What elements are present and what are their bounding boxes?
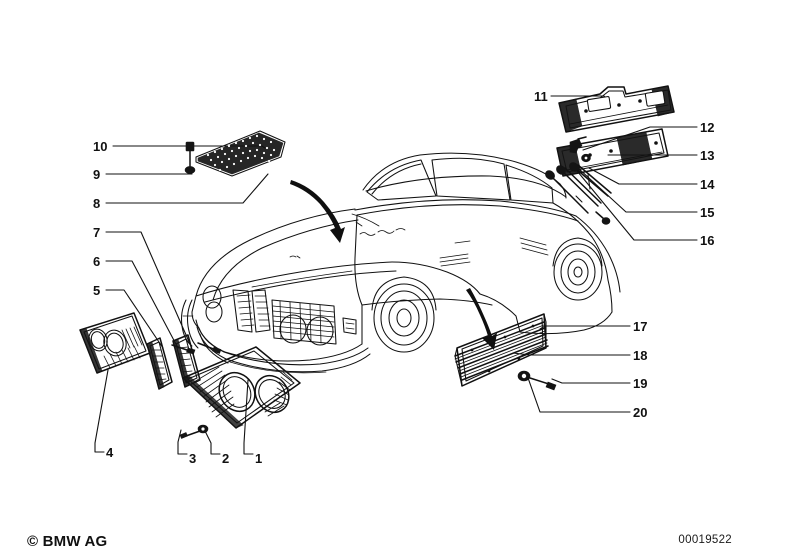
leader-lines-left (105, 145, 269, 349)
callout-number-10: 10 (93, 139, 108, 154)
callout-number-3: 3 (189, 451, 197, 466)
copyright-notice: © BMW AG (27, 533, 108, 550)
callout-number-15: 15 (700, 205, 715, 220)
callout-number-5: 5 (93, 283, 101, 298)
callout-number-9: 9 (93, 167, 101, 182)
callout-number-18: 18 (633, 348, 648, 363)
vehicle-illustration-bmw-e9-coupe (180, 152, 621, 374)
arrow-rocker-trim (466, 288, 497, 350)
part-rail-clip (569, 136, 587, 154)
callout-number-17: 17 (633, 319, 648, 334)
callout-number-12: 12 (700, 120, 715, 135)
part-rear-rail-upper (558, 85, 675, 133)
callout-number-1: 1 (255, 451, 263, 466)
document-number: 00019522 (678, 534, 732, 546)
callout-number-11: 11 (534, 89, 548, 104)
part-headlight-grille-left-outer (79, 312, 151, 374)
callout-number-20: 20 (633, 405, 648, 420)
callout-number-13: 13 (700, 148, 715, 163)
callout-number-14: 14 (700, 177, 715, 192)
callout-number-4: 4 (106, 445, 114, 460)
part-kidney-grille-pair (146, 334, 201, 390)
callout-number-8: 8 (93, 196, 101, 211)
part-trim-screw-grommet (517, 370, 557, 391)
leader-lines-rocker (512, 325, 631, 413)
callout-number-6: 6 (93, 254, 101, 269)
callout-number-7: 7 (93, 225, 101, 240)
callout-number-19: 19 (633, 376, 648, 391)
callout-number-2: 2 (222, 451, 230, 466)
part-grille-screws-upper (171, 342, 222, 355)
part-headlight-grille-right (182, 346, 301, 429)
part-grille-fasteners-bottom (179, 424, 209, 439)
part-rocker-panel-trim (454, 313, 549, 387)
leader-lines-bottom (94, 369, 254, 455)
arrow-hood-panel (290, 180, 345, 243)
part-hood-insulation-panel (195, 130, 286, 177)
part-support-rods (545, 153, 612, 225)
part-panel-clips (184, 141, 196, 174)
callout-number-16: 16 (700, 233, 715, 248)
